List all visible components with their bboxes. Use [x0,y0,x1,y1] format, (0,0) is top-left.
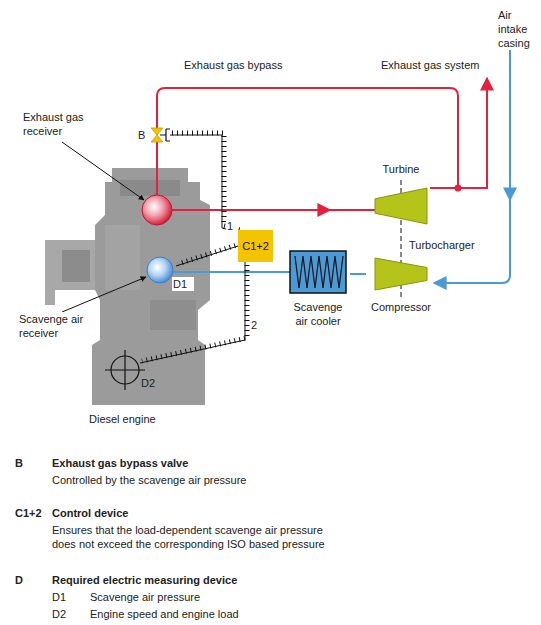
key-symbol: D [15,573,49,587]
key-text: Engine speed and engine load [90,607,390,621]
node-text: Turbine [383,162,420,176]
diesel-engine [45,168,210,405]
inlet-label: Air intake casing [497,8,541,50]
key-text: Controlled by the scavenge air pressure [52,473,372,487]
cooler-box: Scavenge air cooler [286,250,350,328]
key-text: Ensures that the load-dependent scavenge… [52,523,342,551]
callout-number: 2 [250,318,262,332]
node-text: Compressor [371,300,431,314]
key-title: Required electric measuring device [52,573,352,587]
key-text: Scavenge air pressure [90,590,390,604]
compressor-outline [375,258,427,290]
turbine-outline [375,188,427,224]
scavenge-air-receiver [147,257,173,283]
sensor-tag: D1 [172,277,194,291]
control-device-box: C1+2 [238,230,273,262]
component-label: Diesel engine [88,412,180,426]
exhaust-gas-receiver [142,195,172,225]
key-symbol: D2 [52,607,86,621]
sensor-tag: D2 [141,376,161,390]
node-text: C1+2 [242,239,269,253]
cooler-outline [290,251,346,293]
line-label: Exhaust gas bypass [183,58,305,72]
leader-lines [62,142,146,312]
key-symbol: D1 [52,590,86,604]
exhaust-lines [157,78,487,210]
air-connector [350,273,366,275]
cooler-shape [289,250,347,294]
turbine-shape [371,186,431,226]
turbine-node: Turbine [366,162,436,226]
compressor-shape [371,256,431,292]
key-symbol: C1+2 [15,506,49,520]
callout-number: 1 [226,219,238,233]
control-wires [140,133,247,363]
callout-label: Exhaust gas receiver [22,110,96,138]
node-text: Scavenge air cooler [286,300,350,328]
valve-tag: B [137,128,151,142]
key-title: Control device [52,506,352,520]
speed-sensor-symbol [105,350,145,390]
line-label: Exhaust gas system [380,58,502,72]
callout-label: Scavenge air receiver [18,312,96,340]
valve-actuator [160,129,170,141]
component-label: Turbocharger [408,238,490,252]
key-title: Exhaust gas bypass valve [52,456,352,470]
junction-dot [455,185,462,192]
cooler-coil [295,256,343,288]
key-symbol: B [15,456,49,470]
compressor-node: Compressor [366,256,436,314]
